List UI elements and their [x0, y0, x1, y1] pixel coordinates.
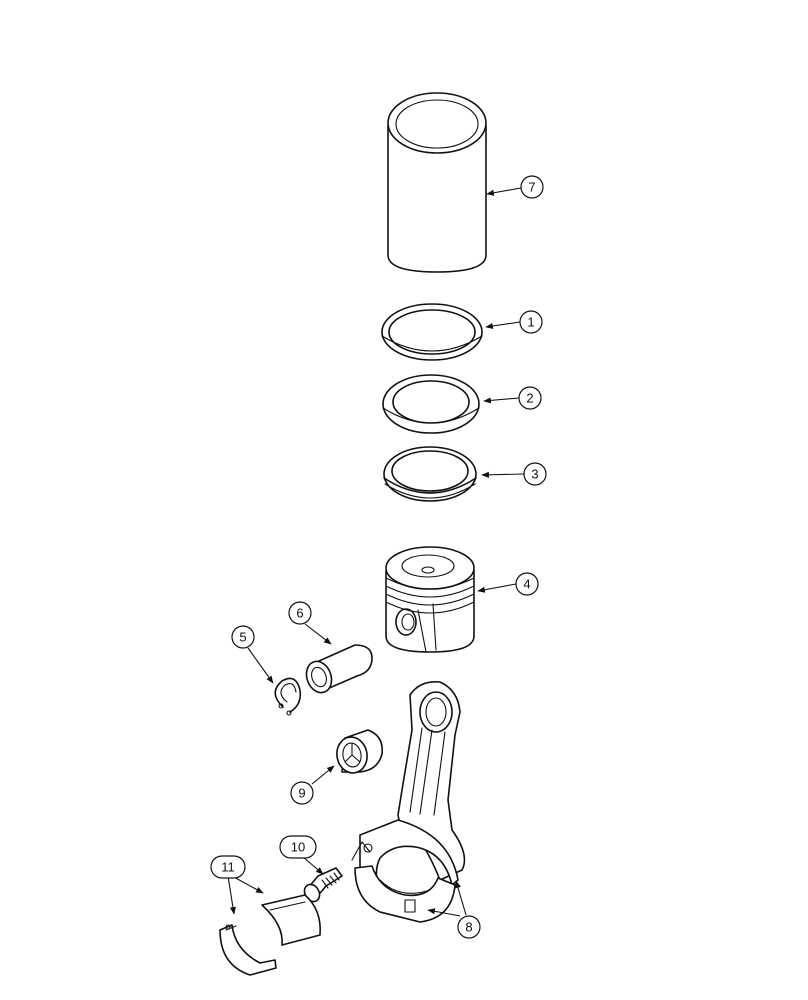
callout-2: 2	[518, 386, 542, 410]
callout-6: 6	[288, 601, 312, 625]
callout-7: 7	[520, 175, 544, 199]
callout-3-label: 3	[531, 467, 538, 482]
connecting-rod-bushing-part	[336, 729, 384, 774]
callout-2-label: 2	[526, 391, 533, 406]
callout-1: 1	[519, 310, 543, 334]
callout-8: 8	[457, 915, 481, 939]
connecting-rod-bearing-shells-part	[219, 894, 322, 976]
callout-6-label: 6	[296, 606, 303, 621]
callout-10-label: 10	[291, 840, 305, 855]
callout-9: 9	[290, 781, 314, 805]
callout-4-label: 4	[523, 577, 530, 592]
piston-part	[385, 546, 475, 653]
callout-5: 5	[231, 625, 255, 649]
piston-ring-second-part	[382, 374, 480, 434]
callout-5-label: 5	[239, 630, 246, 645]
callout-10: 10	[279, 835, 317, 859]
oil-control-ring-part	[383, 446, 477, 502]
leader-lines	[227, 187, 525, 917]
callout-7-label: 7	[528, 180, 535, 195]
snap-ring-part	[274, 677, 302, 716]
piston-ring-top-part	[381, 303, 483, 361]
callout-11: 11	[210, 855, 246, 879]
callout-4: 4	[515, 572, 539, 596]
callout-11-label: 11	[221, 860, 235, 875]
piston-pin-part	[305, 644, 373, 694]
callout-3: 3	[523, 462, 547, 486]
callout-1-label: 1	[527, 315, 534, 330]
callout-8-label: 8	[465, 920, 472, 935]
cylinder-liner-part	[387, 92, 487, 273]
callout-9-label: 9	[298, 786, 305, 801]
connecting-rod-part	[351, 680, 466, 923]
